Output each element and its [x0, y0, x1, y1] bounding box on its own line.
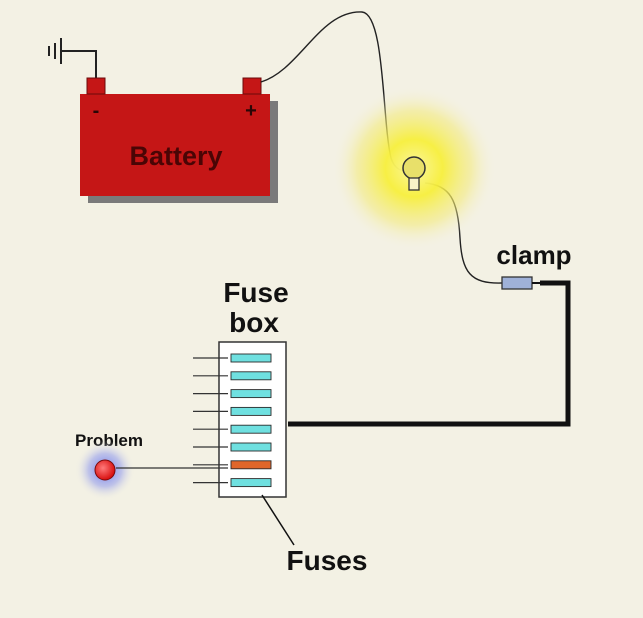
battery-body — [80, 94, 270, 196]
fuse-box — [218, 341, 287, 498]
fuse — [230, 442, 272, 452]
positive-sign: + — [245, 100, 257, 122]
battery: - + Battery — [80, 77, 278, 203]
fuse — [230, 371, 272, 381]
fuses-pointer-line — [261, 494, 295, 546]
fuses-label: Fuses — [287, 545, 368, 576]
clamp-icon — [501, 276, 533, 290]
clamp-lead — [288, 280, 571, 427]
fuse — [230, 353, 272, 363]
battery-label: Battery — [129, 141, 222, 171]
fuse — [230, 406, 272, 416]
problem-dot-icon — [75, 440, 135, 500]
fuse-box-label-line1: Fuse — [223, 277, 288, 308]
ground-symbol-icon — [48, 38, 97, 78]
blown-fuse — [230, 460, 272, 470]
fuse — [230, 389, 272, 399]
fuse — [230, 424, 272, 434]
negative-terminal — [86, 77, 106, 95]
fuse-box-label-line2: box — [229, 307, 279, 338]
fuse — [230, 478, 272, 488]
light-bulb-icon — [332, 86, 496, 250]
fuse-rows — [193, 353, 272, 488]
negative-sign: - — [93, 100, 100, 122]
clamp-label: clamp — [496, 240, 571, 270]
positive-terminal — [242, 77, 262, 95]
